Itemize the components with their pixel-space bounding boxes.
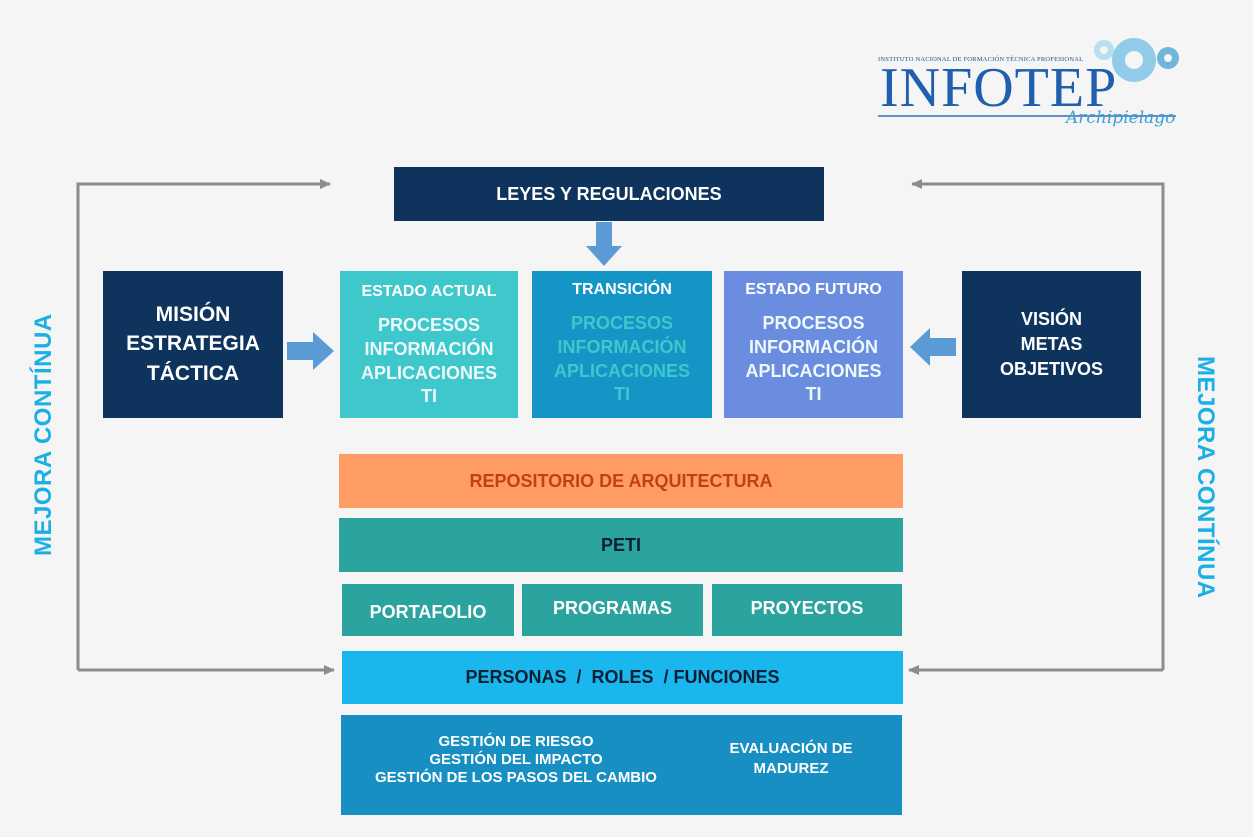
panel-line: INFORMACIÓN — [557, 337, 687, 358]
transition-panel: TRANSICIÓN PROCESOS INFORMACIÓN APLICACI… — [532, 271, 712, 418]
tactic-line: TÁCTICA — [146, 361, 240, 385]
current-state-panel: ESTADO ACTUAL PROCESOS INFORMACIÓN APLIC… — [340, 271, 518, 418]
management-box: GESTIÓN DE RIESGO GESTIÓN DEL IMPACTO GE… — [341, 715, 902, 815]
left-loop-line — [76, 179, 331, 670]
laws-regulations-box: LEYES Y REGULACIONES — [394, 167, 824, 221]
panel-line: APLICACIONES — [745, 360, 882, 381]
logo-name: INFOTEP — [880, 57, 1118, 119]
left-arrow — [910, 328, 956, 366]
right-arrow — [287, 332, 334, 370]
mission-box: MISIÓN ESTRATEGIA TÁCTICA — [103, 271, 283, 418]
panel-line: PROCESOS — [377, 315, 481, 336]
management-item: GESTIÓN DE RIESGO — [438, 733, 594, 750]
objectives-line: OBJETIVOS — [999, 358, 1104, 379]
panel-line: PROCESOS — [762, 313, 865, 334]
maturity-line: EVALUACIÓN DE — [729, 740, 853, 757]
future-state-panel: ESTADO FUTURO PROCESOS INFORMACIÓN APLIC… — [724, 271, 903, 418]
gear-icon — [878, 38, 1179, 117]
panel-line: TI — [421, 386, 437, 407]
people-roles-label: PERSONAS / ROLES / FUNCIONES — [465, 667, 780, 688]
future-state-title: ESTADO FUTURO — [745, 281, 882, 298]
right-continuous-improvement-label: MEJORA CONTÍNUA — [1192, 356, 1219, 599]
projects-label: PROYECTOS — [750, 597, 864, 618]
management-item: GESTIÓN DEL IMPACTO — [429, 751, 603, 768]
logo-institute-text: INSTITUTO NACIONAL DE FORMACIÓN TÉCNICA … — [878, 56, 1084, 63]
peti-label: PETI — [600, 534, 641, 555]
current-state-title: ESTADO ACTUAL — [361, 283, 497, 300]
maturity-evaluation: EVALUACIÓN DE MADUREZ — [691, 739, 891, 778]
panel-line: INFORMACIÓN — [364, 339, 494, 360]
transition-title: TRANSICIÓN — [572, 281, 672, 298]
maturity-line: MADUREZ — [753, 759, 829, 777]
programs-box: PROGRAMAS — [522, 584, 703, 636]
mission-line: MISIÓN — [155, 303, 231, 327]
down-arrow — [586, 222, 622, 266]
panel-line: PROCESOS — [570, 313, 674, 334]
architecture-repository-bar: REPOSITORIO DE ARQUITECTURA — [339, 454, 903, 508]
projects-box: PROYECTOS — [712, 584, 902, 636]
portfolio-label: PORTAFOLIO — [369, 601, 487, 622]
portfolio-box: PORTAFOLIO — [342, 584, 514, 636]
people-roles-bar: PERSONAS / ROLES / FUNCIONES — [342, 651, 903, 704]
right-loop-line — [911, 179, 1165, 670]
vision-box: VISIÓN METAS OBJETIVOS — [962, 271, 1141, 418]
panel-line: APLICACIONES — [360, 362, 497, 383]
management-list: GESTIÓN DE RIESGO GESTIÓN DEL IMPACTO GE… — [351, 733, 681, 787]
architecture-repository-label: REPOSITORIO DE ARQUITECTURA — [469, 470, 773, 491]
strategy-line: ESTRATEGIA — [126, 332, 260, 356]
left-continuous-improvement-label: MEJORA CONTÍNUA — [30, 313, 57, 556]
goals-line: METAS — [1020, 334, 1083, 355]
peti-bar: PETI — [339, 518, 903, 572]
management-item: GESTIÓN DE LOS PASOS DEL CAMBIO — [375, 769, 657, 786]
panel-line: APLICACIONES — [553, 360, 690, 381]
panel-line: INFORMACIÓN — [749, 337, 878, 358]
vision-line: VISIÓN — [1020, 309, 1082, 330]
logo-sub: Archipielago — [1066, 108, 1176, 128]
programs-label: PROGRAMAS — [552, 597, 672, 618]
infotep-logo: INSTITUTO NACIONAL DE FORMACIÓN TÉCNICA … — [876, 38, 1196, 138]
laws-regulations-label: LEYES Y REGULACIONES — [496, 183, 722, 204]
panel-line: TI — [614, 384, 630, 405]
panel-line: TI — [805, 384, 822, 405]
